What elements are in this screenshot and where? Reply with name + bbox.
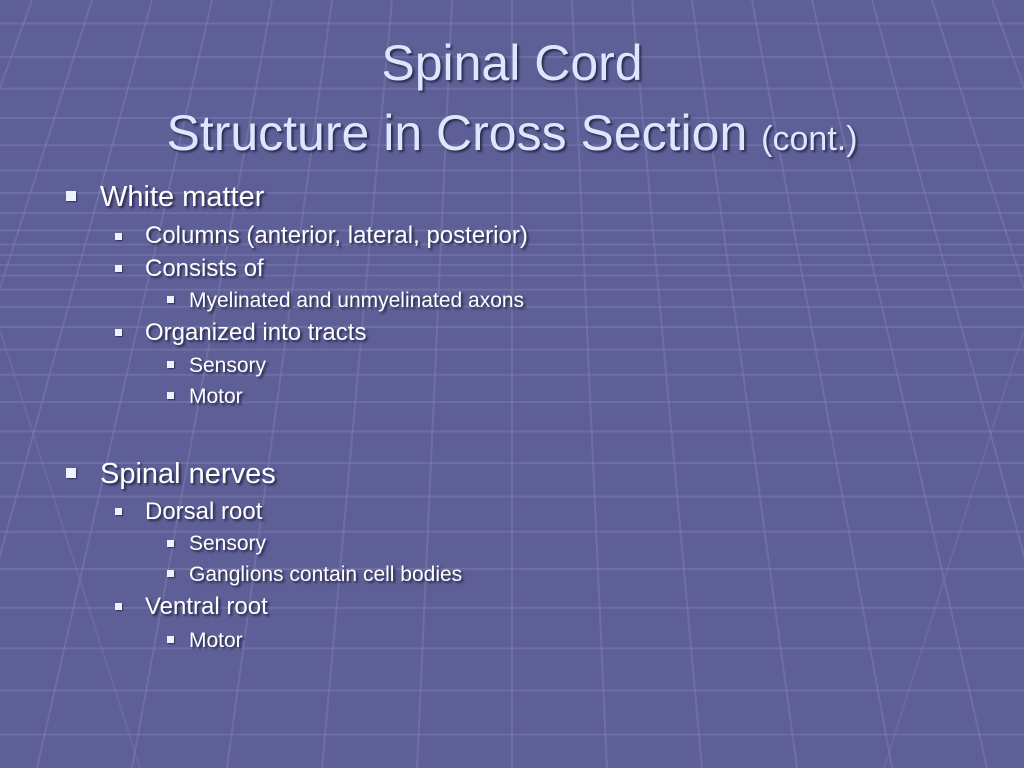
sub-item-motor: Motor — [189, 385, 243, 408]
sub-item-sensory: Sensory — [189, 354, 267, 377]
square-bullet-icon — [167, 392, 174, 399]
sub-item-axons: Myelinated and unmyelinated axons — [189, 289, 525, 312]
square-bullet-icon — [167, 540, 174, 547]
square-bullet-icon — [167, 361, 174, 368]
grid-line — [811, 0, 988, 768]
slide-title-suffix: (cont.) — [761, 120, 858, 158]
slide-title-main: Structure in Cross Section — [166, 105, 748, 161]
list-item-ventral-root: Ventral root — [145, 593, 268, 620]
grid-line — [321, 0, 393, 768]
grid-line — [883, 329, 1024, 768]
square-bullet-icon — [167, 636, 174, 643]
square-bullet-icon — [115, 508, 122, 515]
square-bullet-icon — [115, 603, 122, 610]
square-bullet-icon — [167, 296, 174, 303]
section-heading-white-matter: White matter — [100, 181, 265, 213]
grid-line — [751, 0, 893, 768]
square-bullet-icon — [66, 191, 76, 201]
grid-line — [0, 0, 153, 560]
grid-line — [0, 329, 141, 768]
grid-line — [631, 0, 703, 768]
grid-line — [871, 0, 1024, 560]
list-item-dorsal-root: Dorsal root — [145, 498, 263, 525]
grid-line — [931, 0, 1024, 292]
grid-line — [691, 0, 798, 768]
slide-title-line-2: Structure in Cross Section (cont.) — [0, 108, 1024, 158]
grid-line — [571, 0, 608, 768]
square-bullet-icon — [115, 233, 122, 240]
grid-line — [416, 0, 453, 768]
square-bullet-icon — [115, 329, 122, 336]
grid-line — [36, 0, 213, 768]
list-item-consists-of: Consists of — [145, 255, 264, 282]
grid-line — [0, 0, 93, 292]
slide-title-line-1: Spinal Cord — [381, 35, 643, 91]
square-bullet-icon — [66, 468, 76, 478]
sub-item-motor: Motor — [189, 629, 243, 652]
grid-line — [131, 0, 273, 768]
grid-line — [226, 0, 333, 768]
list-item-columns: Columns (anterior, lateral, posterior) — [145, 222, 528, 249]
sub-item-ganglions: Ganglions contain cell bodies — [189, 563, 463, 586]
section-heading-spinal-nerves: Spinal nerves — [100, 458, 276, 490]
square-bullet-icon — [115, 265, 122, 272]
square-bullet-icon — [167, 570, 174, 577]
sub-item-sensory: Sensory — [189, 532, 267, 555]
list-item-organized-into-tracts: Organized into tracts — [145, 319, 367, 346]
